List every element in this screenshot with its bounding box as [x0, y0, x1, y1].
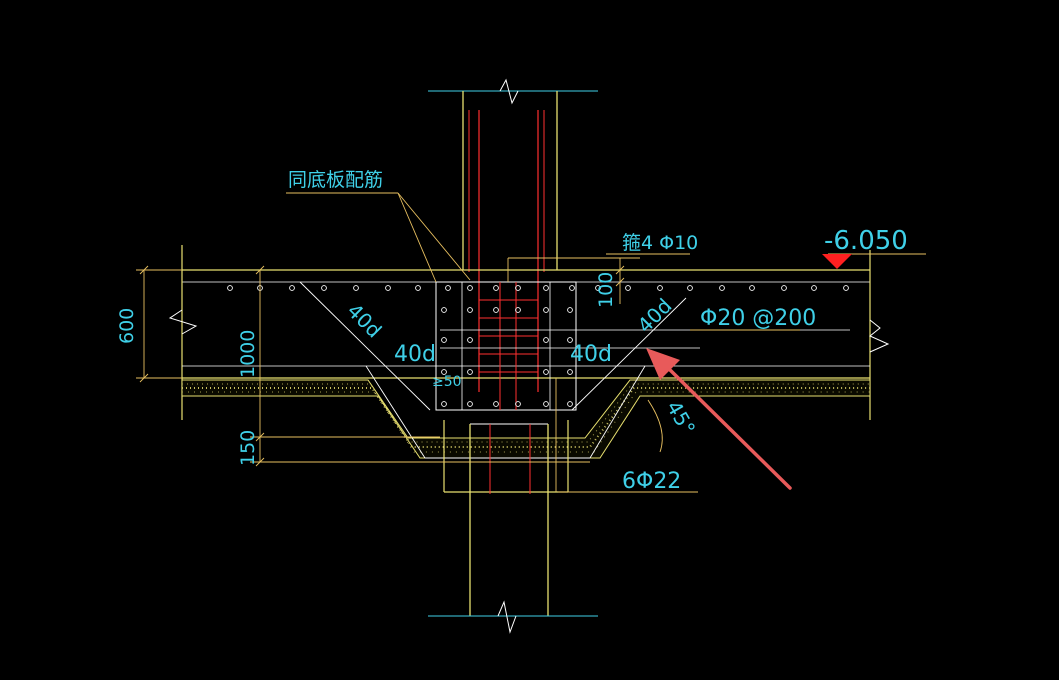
bottom-bars-label: 6Φ22 — [622, 469, 681, 494]
slab-outline — [168, 245, 890, 420]
rebar-dot — [687, 285, 693, 291]
rebar-dot — [543, 285, 549, 291]
rebar-dot — [467, 401, 473, 407]
rebar-dot — [567, 337, 573, 343]
rebar-dot — [515, 307, 521, 313]
rebar-dot — [441, 401, 447, 407]
rebar-dot — [625, 285, 631, 291]
column-bottom — [428, 423, 598, 634]
anchor-left-diag: 40d — [342, 299, 386, 343]
rebar-dot — [493, 307, 499, 313]
elevation-label: -6.050 — [824, 226, 908, 256]
stirrup-label: 箍4 Φ10 — [622, 232, 698, 254]
rebar-dot — [227, 285, 233, 291]
rebar-dot — [467, 369, 473, 375]
rebar-dot — [467, 307, 473, 313]
rebar-dot — [543, 369, 549, 375]
rebar-dot — [441, 337, 447, 343]
rebar-dot — [567, 307, 573, 313]
elevation-marker — [822, 254, 852, 269]
thickening-outline — [299, 281, 687, 493]
anchor-right-horiz: 40d — [570, 342, 612, 367]
rebar-dot — [543, 307, 549, 313]
anchor-left-horiz: 40d — [394, 342, 436, 367]
main-bar-label: Φ20 @200 — [700, 306, 816, 331]
rebar-dot — [515, 401, 521, 407]
rebar-dot — [657, 285, 663, 291]
min-50-label: ≥50 — [432, 374, 462, 390]
rebar-dot — [595, 285, 601, 291]
dim-top-offset: 100 — [595, 272, 617, 308]
rebar-dot — [445, 285, 451, 291]
rebar-dot — [543, 337, 549, 343]
rebar-dot — [515, 285, 521, 291]
rebar-dot — [781, 285, 787, 291]
stirrup-cage — [435, 281, 850, 411]
note-same-as-slab: 同底板配筋 — [288, 169, 383, 191]
rebar-dot — [567, 401, 573, 407]
rebar-dot — [749, 285, 755, 291]
dim-total: 1000 — [237, 330, 259, 378]
rebar-dot — [569, 285, 575, 291]
column-top — [428, 78, 598, 392]
dim-bottom: 150 — [237, 430, 259, 466]
rebar-dot — [321, 285, 327, 291]
rebar-dot — [493, 401, 499, 407]
rebar-dot — [467, 337, 473, 343]
rebar-dot — [441, 369, 447, 375]
rebar-dot — [719, 285, 725, 291]
rebar-dot — [415, 285, 421, 291]
dimensions — [136, 257, 640, 467]
leaders — [286, 192, 926, 493]
annotation-arrow — [646, 348, 792, 490]
rebar-dot — [385, 285, 391, 291]
rebar-dot — [289, 285, 295, 291]
rebar-dot — [843, 285, 849, 291]
rebar-dot — [811, 285, 817, 291]
rebar-dot — [493, 285, 499, 291]
rebar-dot — [467, 285, 473, 291]
rebar-dot — [441, 307, 447, 313]
rebar-dot — [567, 369, 573, 375]
cushion-layer — [181, 379, 871, 459]
angle-label: 45° — [662, 397, 701, 440]
rebar-dot — [543, 401, 549, 407]
dim-slab: 600 — [116, 308, 138, 344]
rebar-dot — [353, 285, 359, 291]
anchor-right-diag: 40d — [633, 294, 677, 338]
